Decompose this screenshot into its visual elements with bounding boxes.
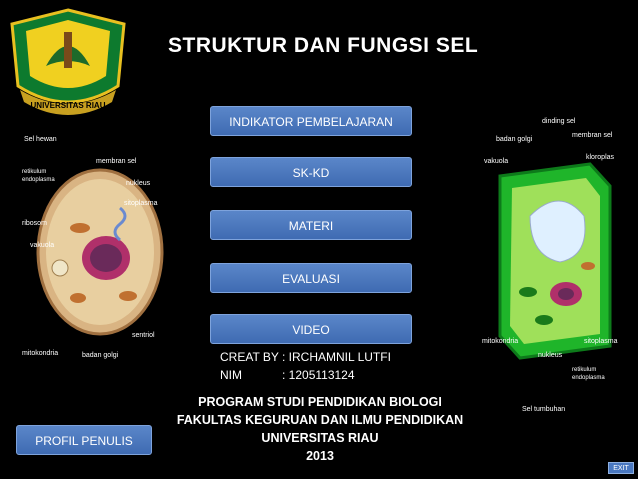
creator-label: CREAT BY [220,350,279,364]
label-mitokondria: mitokondria [22,350,59,357]
label-plant-vakuola: vakuola [484,158,509,165]
sk-kd-button[interactable]: SK-KD [210,157,412,187]
video-button[interactable]: VIDEO [210,314,412,344]
creator-info: CREAT BY: IRCHAMNIL LUTFI NIM : 120511312… [220,348,391,384]
page-title: STRUKTUR DAN FUNGSI SEL [168,34,479,57]
label-nukleus: nukleus [126,180,151,187]
label-badan-golgi: badan golgi [82,352,119,359]
label-ribosom: ribosom [22,220,47,227]
profil-penulis-button[interactable]: PROFIL PENULIS [16,425,152,455]
svg-text:UNIVERSITAS RIAU: UNIVERSITAS RIAU [31,101,106,110]
program-line-4: 2013 [306,449,334,463]
exit-button[interactable]: EXIT [608,462,634,474]
universitas-riau-logo: UNIVERSITAS RIAU [6,6,130,120]
plant-cell-caption: Sel tumbuhan [522,406,566,413]
program-line-1: PROGRAM STUDI PENDIDIKAN BIOLOGI [198,395,442,409]
label-plant-re: retikulum endoplasma [572,367,605,381]
label-vakuola: vakuola [30,242,55,249]
indikator-button[interactable]: INDIKATOR PEMBELAJARAN [210,106,412,136]
label-plant-golgi: badan golgi [496,136,533,143]
program-line-2: FAKULTAS KEGURUAN DAN ILMU PENDIDIKAN [176,413,464,427]
animal-cell-diagram: Sel hewan membran sel retikulum endoplas… [20,128,170,368]
label-plant-nukleus: nukleus [538,352,563,359]
label-plant-mitokondria: mitokondria [482,338,519,345]
program-line-3: UNIVERSITAS RIAU [261,431,379,445]
creator-value: : IRCHAMNIL LUTFI [282,350,391,364]
evaluasi-button[interactable]: EVALUASI [210,263,412,293]
label-plant-membran: membran sel [572,132,613,139]
label-sitoplasma: sitoplasma [124,200,158,207]
materi-button[interactable]: MATERI [210,210,412,240]
nim-value: : 1205113124 [282,368,355,382]
label-sentriol: sentriol [132,332,155,339]
animal-cell-caption: Sel hewan [24,136,57,143]
label-kloroplas: kloroplas [586,154,615,161]
label-dinding-sel: dinding sel [542,118,576,125]
label-re: retikulum endoplasma [22,169,55,183]
label-membran: membran sel [96,158,137,165]
program-info: PROGRAM STUDI PENDIDIKAN BIOLOGI FAKULTA… [160,393,480,465]
nim-label: NIM [220,368,242,382]
label-plant-sitoplasma: sitoplasma [584,338,618,345]
plant-cell-diagram: dinding sel badan golgi membran sel vaku… [480,116,630,416]
